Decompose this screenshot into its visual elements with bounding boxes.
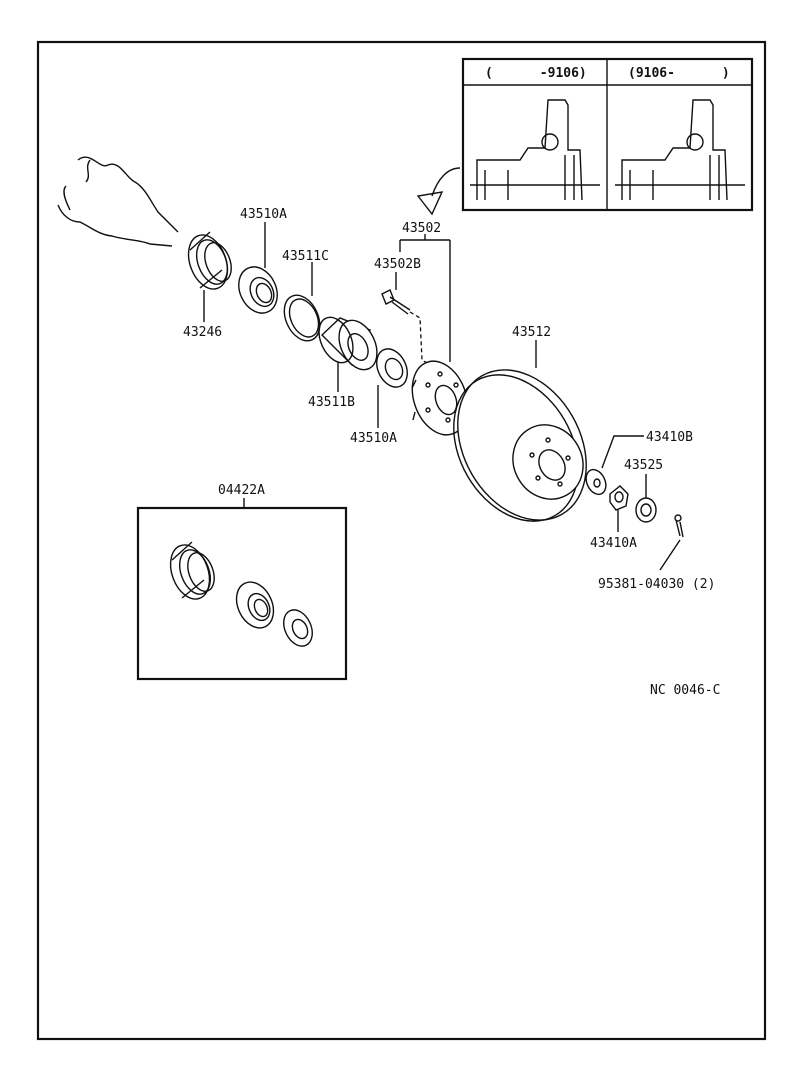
inset-detail-box: ( -9106) (9106- ) <box>461 57 754 212</box>
part-43510A-bearing-outer <box>238 266 278 314</box>
part-43511C-snap-ring <box>283 294 321 342</box>
part-43525-lock-cap <box>635 497 657 523</box>
label-43511B: 43511B <box>308 395 355 410</box>
inset-header-left: ( -9106) <box>485 66 587 81</box>
part-95381-cotter-pin <box>674 514 684 538</box>
label-43510A-bottom: 43510A <box>350 431 397 446</box>
label-43525: 43525 <box>624 458 663 473</box>
part-43511B-hub-bearing <box>318 316 378 371</box>
bolt-dashed-guide <box>409 311 433 367</box>
kit-seal <box>169 541 215 600</box>
label-43512: 43512 <box>512 325 551 340</box>
figure-code: NC 0046-C <box>650 683 720 698</box>
label-43502: 43502 <box>402 221 441 236</box>
label-04422A: 04422A <box>218 483 265 498</box>
inset-hub-profile-late <box>615 99 745 201</box>
label-43510A-top: 43510A <box>240 207 287 222</box>
kit-bearing-inner <box>283 609 313 647</box>
kit-bearing-outer <box>235 581 275 629</box>
label-43511C: 43511C <box>282 249 329 264</box>
kit-box-04422A <box>136 506 348 681</box>
inset-hub-profile-early <box>470 99 600 201</box>
label-43502B: 43502B <box>374 257 421 272</box>
part-43510A-bearing-inner <box>376 348 408 388</box>
leader-95381 <box>659 539 681 571</box>
part-43502B-hub-bolt <box>381 289 411 315</box>
drive-shaft-outline <box>57 156 179 247</box>
outer-frame <box>36 40 767 1041</box>
part-43410A-nut <box>609 485 629 511</box>
part-43410B-washer <box>585 468 607 496</box>
part-43246-oil-seal <box>187 231 232 290</box>
inset-pointer-arrow <box>416 167 461 216</box>
label-95381: 95381-04030 (2) <box>598 577 715 592</box>
label-43410A: 43410A <box>590 536 637 551</box>
leader-43410B <box>601 435 644 469</box>
part-43512-brake-disc <box>453 369 587 522</box>
label-43246: 43246 <box>183 325 222 340</box>
part-43502-front-axle-hub <box>411 360 469 436</box>
label-43410B: 43410B <box>646 430 693 445</box>
inset-header-right: (9106- ) <box>628 66 730 81</box>
